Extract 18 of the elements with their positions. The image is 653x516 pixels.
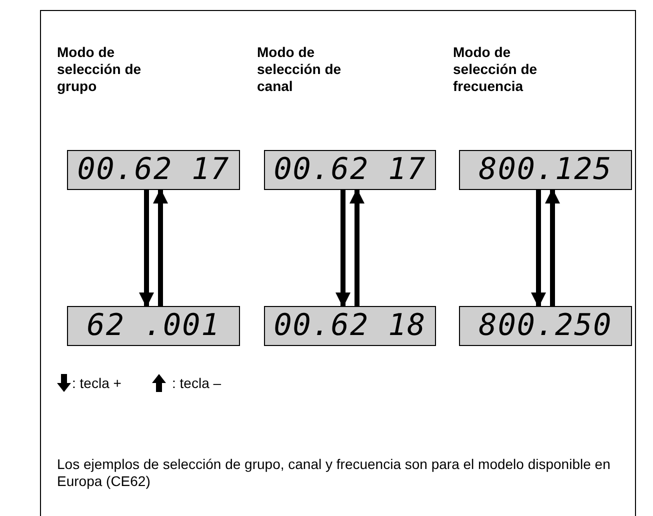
- lcd-display: 00.62 17: [264, 150, 436, 190]
- arrow: [336, 190, 350, 308]
- lcd-display: 800.250: [459, 306, 632, 346]
- arrow: [545, 188, 560, 306]
- arrow: [350, 188, 364, 306]
- mode-heading: Modo de selección de canal: [257, 44, 342, 95]
- lcd-display: 00.62 17: [67, 150, 240, 190]
- mode-heading: Modo de selección de frecuencia: [453, 44, 538, 95]
- lcd-display: 00.62 18: [264, 306, 436, 346]
- legend-text: : tecla +: [72, 375, 122, 391]
- lcd-display: 800.125: [459, 150, 632, 190]
- arrow: [153, 188, 168, 306]
- legend-text: : tecla –: [172, 375, 222, 391]
- arrow: [531, 190, 546, 308]
- footnote: Los ejemplos de selección de grupo, canal y frecuencia son para el modelo disponible en Europa (CE62): [57, 456, 612, 490]
- lcd-display: 62 .001: [67, 306, 240, 346]
- mode-heading: Modo de selección de grupo: [57, 44, 142, 95]
- arrow: [139, 190, 154, 308]
